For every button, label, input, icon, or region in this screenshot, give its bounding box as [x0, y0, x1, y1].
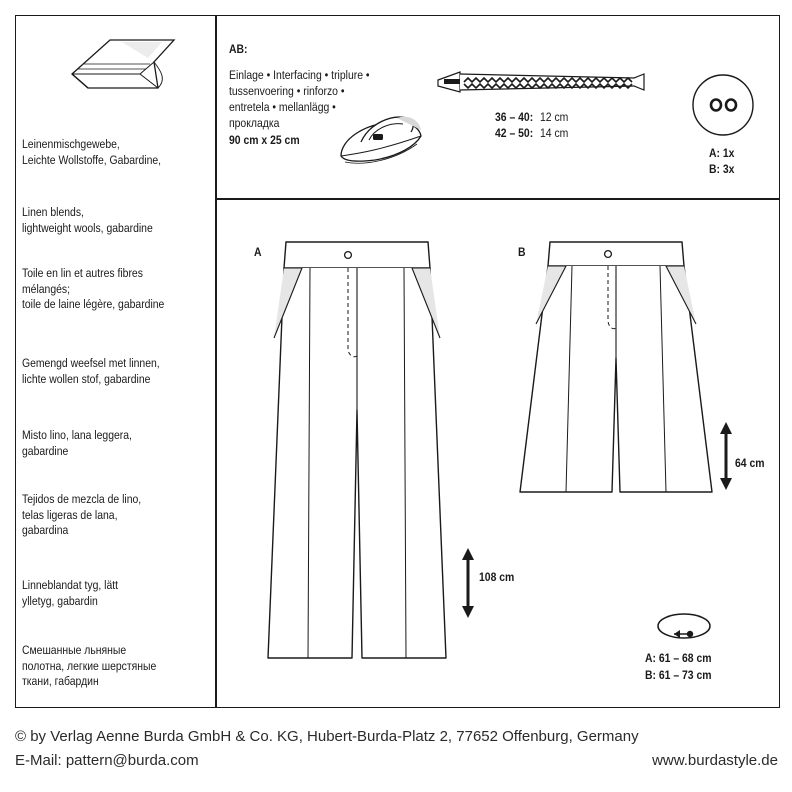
footer-email[interactable]: E-Mail: pattern@burda.com — [15, 752, 199, 769]
waist-measure-icon — [657, 613, 711, 639]
fabric-bolt-icon — [71, 39, 176, 89]
buttons-count-a: A: 1x — [709, 146, 735, 160]
zipper-length-2: 14 cm — [540, 126, 569, 140]
button-icon — [692, 74, 754, 136]
footer-website-link[interactable]: www.burdastyle.de — [652, 752, 778, 769]
row-divider — [215, 198, 780, 200]
zipper-length-1: 12 cm — [540, 110, 569, 124]
waist-size-a: A: 61 – 68 cm — [645, 651, 712, 665]
length-a-value: 108 cm — [479, 570, 515, 584]
fabric-text-dutch: Gemengd weefsel met linnen, lichte wolle… — [22, 356, 160, 386]
pattern-envelope-frame — [15, 15, 780, 708]
buttons-count-b: B: 3x — [709, 162, 735, 176]
column-divider — [215, 15, 217, 708]
iron-icon — [340, 116, 422, 164]
fabric-text-italian: Misto lino, lana leggera, gabardine — [22, 428, 132, 458]
interfacing-line-4: прокладка — [229, 116, 280, 130]
waist-size-b: B: 61 – 73 cm — [645, 668, 712, 682]
fabric-text-spanish: Tejidos de mezcla de lino, telas ligeras… — [22, 492, 142, 538]
footer-copyright: © by Verlag Aenne Burda GmbH & Co. KG, H… — [15, 728, 639, 745]
zipper-sizes-2: 42 – 50: — [495, 126, 534, 140]
view-b-label: B — [518, 245, 526, 259]
fabric-text-russian: Смешанные льняные полотна, легкие шерстя… — [22, 643, 157, 689]
length-b-value: 64 cm — [735, 456, 765, 470]
zipper-icon — [437, 71, 645, 93]
culottes-view-b-drawing — [519, 241, 713, 493]
fabric-text-english: Linen blends, lightweight wools, gabardi… — [22, 205, 153, 235]
fabric-text-german: Leinenmischgewebe, Leichte Wollstoffe, G… — [22, 137, 162, 167]
interfacing-line-2: tussenvoering • rinforzo • — [229, 84, 345, 98]
interfacing-line-3: entretela • mellanlägg • — [229, 100, 336, 114]
interfacing-size: 90 cm x 25 cm — [229, 133, 300, 147]
view-a-label: A — [254, 245, 262, 259]
notions-heading: AB: — [229, 42, 248, 56]
fabric-text-swedish: Linneblandat tyg, lätt ylletyg, gabardin — [22, 578, 119, 608]
interfacing-line-1: Einlage • Interfacing • triplure • — [229, 68, 370, 82]
length-arrow-b-icon — [720, 422, 732, 490]
fabric-text-french: Toile en lin et autres fibres mélangés; … — [22, 266, 165, 312]
trousers-view-a-drawing — [267, 241, 447, 659]
zipper-sizes-1: 36 – 40: — [495, 110, 534, 124]
length-arrow-a-icon — [462, 548, 474, 618]
